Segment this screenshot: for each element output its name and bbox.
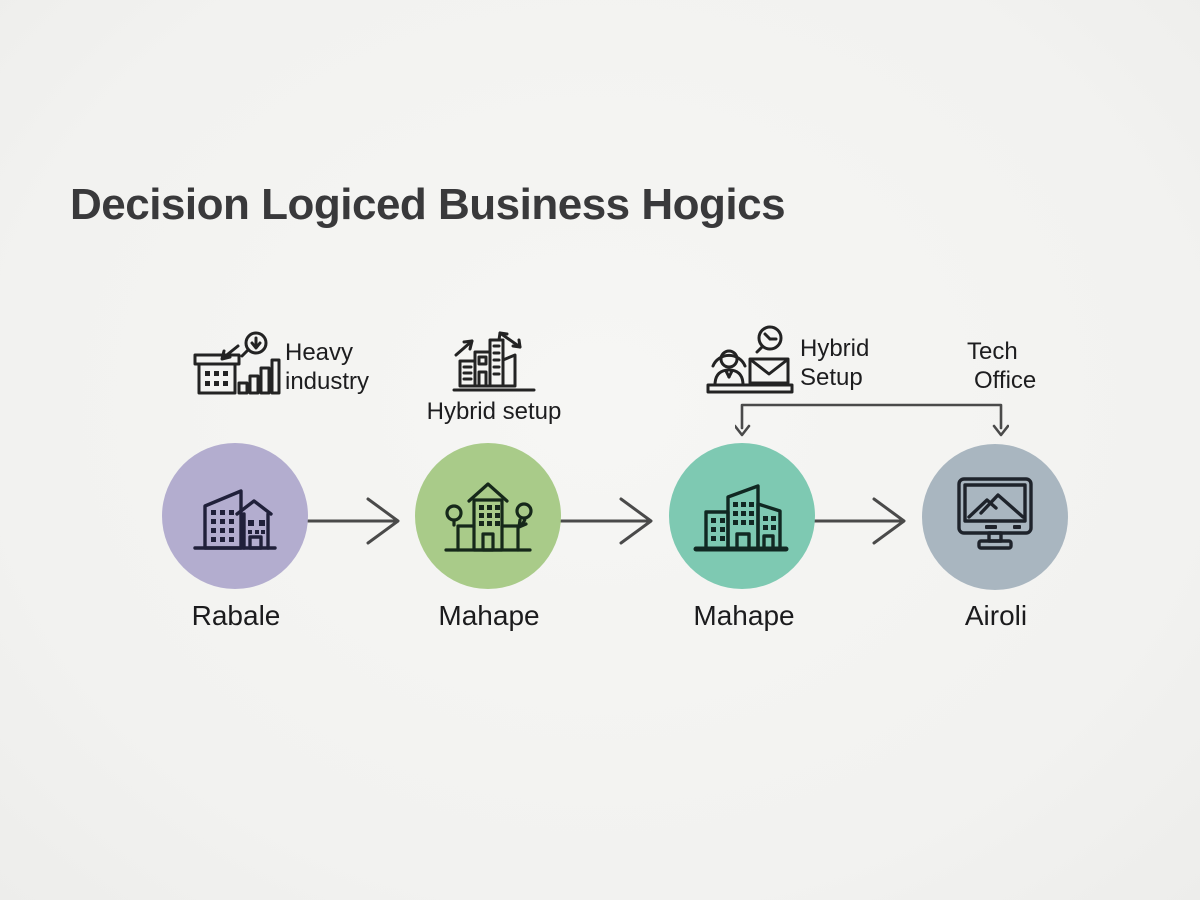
annotation-tech-office: Tech Office: [967, 337, 1036, 395]
flow-arrow-1: [306, 491, 406, 551]
annotation-line: Hybrid setup: [426, 398, 562, 425]
flow-arrow-2: [559, 491, 659, 551]
node-label-mahape-1: Mahape: [438, 600, 540, 631]
flow-arrow-3: [812, 491, 912, 551]
remote-worker-icon: [706, 325, 796, 395]
node-airoli: [922, 444, 1068, 590]
node-mahape-green: [415, 443, 561, 589]
factory-analysis-icon: [192, 331, 282, 395]
buildings-growth-icon: [452, 327, 536, 393]
node-mahape-teal: [669, 443, 815, 589]
annotation-hybrid-setup: Hybrid setup: [394, 397, 594, 426]
desktop-monitor-icon: [957, 477, 1033, 550]
annotation-line: industry: [285, 368, 370, 395]
annotation-line: Hybrid: [800, 335, 870, 362]
branch-connector-arrows: [735, 402, 1009, 442]
annotation-heavy-industry: Heavy industry: [285, 338, 369, 396]
office-buildings-icon: [193, 489, 277, 550]
annotation-line: Setup: [800, 364, 863, 391]
page-title: Decision Logiced Business Hogics: [70, 180, 786, 229]
node-rabale: [162, 443, 308, 589]
annotation-line: Tech: [967, 338, 1018, 365]
city-skyline-icon: [693, 484, 789, 552]
node-label-rabale: Rabale: [191, 600, 281, 631]
annotation-hybrid-setup-2: Hybrid Setup: [800, 334, 869, 392]
campus-building-icon: [444, 482, 533, 552]
node-label-airoli: Airoli: [964, 600, 1028, 631]
node-label-mahape-2: Mahape: [693, 600, 795, 631]
annotation-line: Office: [974, 367, 1037, 394]
annotation-line: Heavy: [285, 339, 354, 366]
